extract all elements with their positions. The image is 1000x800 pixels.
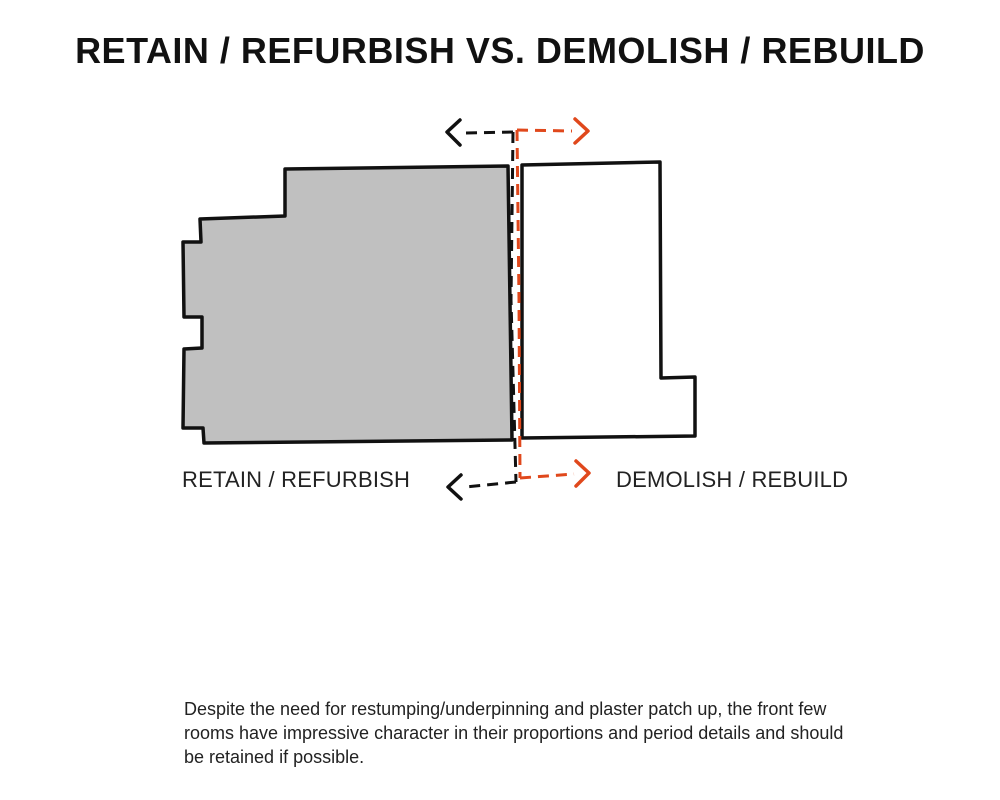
demolish-top-dashed-line xyxy=(516,128,573,133)
arrow-right-icon xyxy=(574,459,591,488)
demolish-building-portion xyxy=(520,160,697,440)
arrow-left-icon xyxy=(445,118,462,147)
retain-refurbish-label: RETAIN / REFURBISH xyxy=(182,467,411,492)
demolish-rebuild-label: DEMOLISH / REBUILD xyxy=(616,467,849,492)
page-title: RETAIN / REFURBISH VS. DEMOLISH / REBUIL… xyxy=(75,30,925,71)
retain-boundary-dashed-line xyxy=(509,131,518,483)
demolish-boundary-dashed-line xyxy=(515,129,522,479)
retained-building-portion xyxy=(181,164,514,445)
caption-text: Despite the need for restumping/underpin… xyxy=(184,699,844,767)
arrow-right-icon xyxy=(573,117,590,145)
retain-top-dashed-line xyxy=(462,130,514,135)
demolish-bottom-dashed-line xyxy=(519,472,575,480)
retain-bottom-dashed-line xyxy=(464,480,517,489)
arrow-left-icon xyxy=(446,473,463,501)
